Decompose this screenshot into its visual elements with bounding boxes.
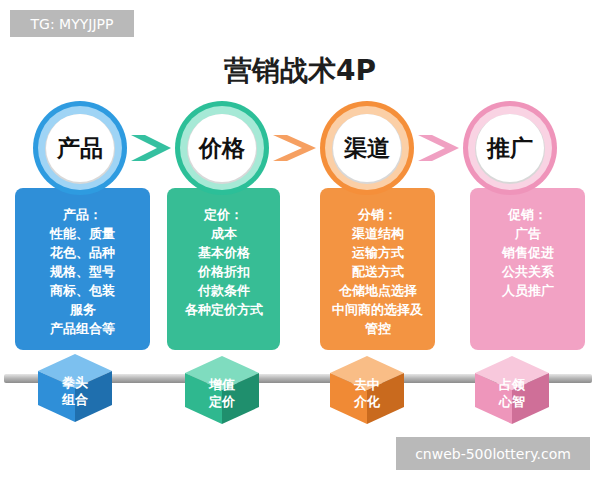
box-item: 成本 bbox=[173, 224, 274, 243]
detail-box: 定价：成本基本价格价格折扣付款条件各种定价方式 bbox=[167, 188, 280, 350]
strategy-cube: 拳头组合 bbox=[38, 354, 112, 422]
chevron-shape bbox=[418, 135, 459, 161]
cube-label: 占领心智 bbox=[497, 376, 527, 410]
box-item: 中间商的选择及管控 bbox=[326, 300, 429, 338]
circle-label: 渠道 bbox=[319, 100, 415, 196]
circle-label: 产品 bbox=[32, 100, 128, 196]
circle-ring-outer bbox=[175, 101, 269, 195]
chevron-arrow bbox=[273, 135, 316, 161]
box-item: 仓储地点选择 bbox=[326, 281, 429, 300]
diagram-title: 营销战术4P bbox=[0, 52, 600, 90]
circle-label: 推广 bbox=[462, 100, 558, 196]
circle-ring-outer bbox=[463, 101, 557, 195]
box-item: 付款条件 bbox=[173, 281, 274, 300]
box-heading: 促销： bbox=[476, 205, 579, 224]
watermark-label: TG: MYYJJPP bbox=[10, 10, 134, 37]
cube-label: 去中介化 bbox=[352, 376, 382, 410]
chevron-shape bbox=[131, 135, 171, 161]
strategy-cube: 占领心智 bbox=[475, 356, 549, 424]
box-item: 规格、型号 bbox=[21, 262, 144, 281]
category-circle: 产品 bbox=[32, 100, 128, 196]
chevron-arrow bbox=[131, 135, 171, 161]
box-item: 花色、品种 bbox=[21, 243, 144, 262]
detail-box: 产品：性能、质量花色、品种规格、型号商标、包装服务产品组合等 bbox=[15, 188, 150, 350]
chevron-arrow bbox=[418, 135, 459, 161]
box-item: 销售促进 bbox=[476, 243, 579, 262]
detail-box: 分销：渠道结构运输方式配送方式仓储地点选择中间商的选择及管控 bbox=[320, 188, 435, 350]
box-item: 产品组合等 bbox=[21, 319, 144, 338]
box-item: 性能、质量 bbox=[21, 224, 144, 243]
box-item: 商标、包装 bbox=[21, 281, 144, 300]
box-heading: 分销： bbox=[326, 205, 429, 224]
chevron-shape bbox=[273, 135, 316, 161]
circle-ring-outer bbox=[320, 101, 414, 195]
strategy-cube: 去中介化 bbox=[330, 356, 404, 424]
box-heading: 产品： bbox=[21, 205, 144, 224]
category-circle: 渠道 bbox=[319, 100, 415, 196]
detail-box: 促销：广告销售促进公共关系人员推广 bbox=[470, 188, 585, 350]
box-item: 配送方式 bbox=[326, 262, 429, 281]
box-item: 各种定价方式 bbox=[173, 300, 274, 319]
box-item: 运输方式 bbox=[326, 243, 429, 262]
cube-label: 增值定价 bbox=[207, 376, 237, 410]
circle-label: 价格 bbox=[174, 100, 270, 196]
watermark-label: cnweb-500lottery.com bbox=[396, 437, 590, 470]
box-heading: 定价： bbox=[173, 205, 274, 224]
category-circle: 价格 bbox=[174, 100, 270, 196]
box-item: 渠道结构 bbox=[326, 224, 429, 243]
box-item: 人员推广 bbox=[476, 281, 579, 300]
box-item: 广告 bbox=[476, 224, 579, 243]
strategy-cube: 增值定价 bbox=[185, 356, 259, 424]
box-item: 服务 bbox=[21, 300, 144, 319]
box-item: 基本价格 bbox=[173, 243, 274, 262]
category-circle: 推广 bbox=[462, 100, 558, 196]
circle-ring-outer bbox=[33, 101, 127, 195]
cube-label: 拳头组合 bbox=[60, 374, 90, 408]
box-item: 公共关系 bbox=[476, 262, 579, 281]
box-item: 价格折扣 bbox=[173, 262, 274, 281]
